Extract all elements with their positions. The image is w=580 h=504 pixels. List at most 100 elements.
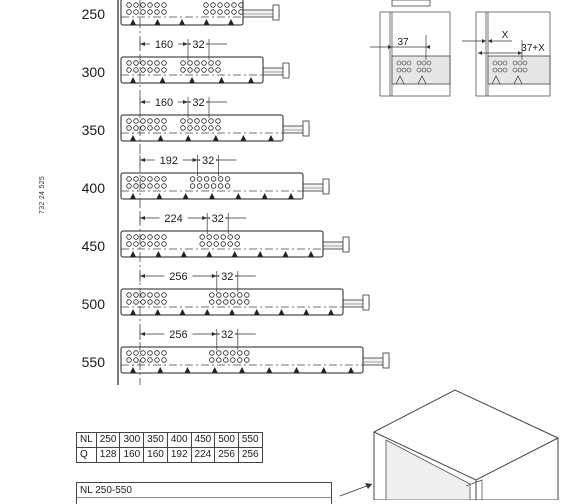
detail-right-x: X [502, 30, 509, 41]
mounting-hole [209, 350, 215, 356]
mounting-hole [161, 241, 167, 247]
mounting-hole [161, 2, 167, 8]
mounting-hole [133, 176, 139, 182]
table-cell: 450 [190, 432, 216, 448]
mounting-hole [227, 234, 233, 240]
mounting-hole [126, 183, 132, 189]
hole-cluster [201, 60, 221, 73]
runner-tooth [320, 367, 327, 373]
runner-tooth [218, 77, 225, 83]
hole-pitch-dimension: 32 [221, 329, 233, 341]
rail-end-stop [272, 4, 280, 21]
mounting-hole [244, 357, 250, 363]
mounting-hole [208, 60, 214, 66]
mounting-hole [161, 183, 167, 189]
table-row-q: Q 128 160 160 192 224 256 256 [76, 447, 263, 463]
hole-cluster [126, 350, 146, 363]
mounting-hole [223, 357, 229, 363]
mounting-hole [147, 234, 153, 240]
mounting-hole [133, 299, 139, 305]
hole-cluster [147, 234, 167, 247]
mounting-hole [223, 292, 229, 298]
mounting-hole [216, 292, 222, 298]
mounting-hole [154, 292, 160, 298]
dim-label-bg [209, 212, 226, 223]
table-cell: 224 [190, 447, 216, 463]
mounting-hole [154, 357, 160, 363]
mounting-hole [217, 2, 223, 8]
runner-tooth [231, 251, 238, 257]
hole-cluster [201, 118, 221, 131]
hole-cluster [180, 60, 200, 73]
mounting-hole [126, 2, 132, 8]
detail-right-dimension: 37+X [521, 43, 545, 54]
mounting-hole [154, 183, 160, 189]
hole-cluster [147, 118, 167, 131]
runner-tooth [179, 309, 186, 315]
nl-label: 500 [82, 296, 106, 312]
dim-label-bg [164, 328, 193, 339]
mounting-hole [133, 125, 139, 131]
mounting-hole [140, 2, 146, 8]
runner-tooth [229, 309, 235, 315]
runner-tooth [159, 77, 166, 83]
runner-tooth [293, 367, 300, 373]
mounting-hole [194, 125, 200, 131]
runner-tooth [248, 77, 254, 83]
mounting-hole [154, 9, 160, 15]
spacing-dimension: 256 [169, 329, 187, 341]
runner-tooth [130, 367, 136, 373]
mounting-hole [133, 9, 139, 15]
mounting-hole [161, 9, 167, 15]
table-cell: 192 [166, 447, 192, 463]
table-cell: 160 [119, 447, 145, 463]
mounting-hole [154, 60, 160, 66]
table-row-label: NL [76, 432, 97, 448]
dim-label-bg [190, 96, 207, 107]
mounting-hole [133, 118, 139, 124]
mounting-hole [224, 9, 230, 15]
hole-cluster [147, 176, 167, 189]
runner-tooth [228, 19, 234, 25]
mounting-hole [210, 183, 217, 189]
runner-tooth [154, 19, 161, 25]
detail-left-dimension: 37 [397, 37, 409, 48]
table-cell: 550 [237, 432, 263, 448]
mounting-hole [203, 2, 209, 8]
rail-end-stop [382, 352, 390, 369]
mounting-hole [209, 292, 215, 298]
table-cell: 400 [166, 432, 192, 448]
mounting-hole [161, 118, 167, 124]
dim-label-bg [190, 38, 207, 49]
runner-body [120, 230, 324, 258]
mounting-hole [213, 241, 219, 247]
mounting-hole [201, 60, 207, 66]
mounting-hole [206, 234, 212, 240]
hole-cluster [209, 292, 229, 305]
nl-label: 250 [82, 6, 106, 22]
nl-range-divider [77, 497, 331, 498]
mounting-hole [180, 125, 186, 131]
mounting-hole [161, 60, 167, 66]
document-code: 732 24 525 [39, 175, 46, 214]
slide-row: 250 [82, 0, 280, 26]
hole-pitch-dimension: 32 [192, 39, 204, 51]
mounting-hole [201, 118, 207, 124]
mounting-hole [244, 350, 250, 356]
mounting-hole [154, 176, 160, 182]
mounting-hole [215, 60, 221, 66]
mounting-hole [216, 299, 222, 305]
runner-tooth [203, 19, 210, 25]
hole-pitch-dimension: 32 [221, 271, 233, 283]
runner-tooth [206, 251, 213, 257]
hole-cluster [203, 2, 223, 15]
runner-tooth [308, 251, 314, 257]
hole-cluster [199, 234, 219, 247]
mounting-hole [147, 350, 153, 356]
mounting-hole [140, 299, 146, 305]
mounting-hole [140, 183, 146, 189]
